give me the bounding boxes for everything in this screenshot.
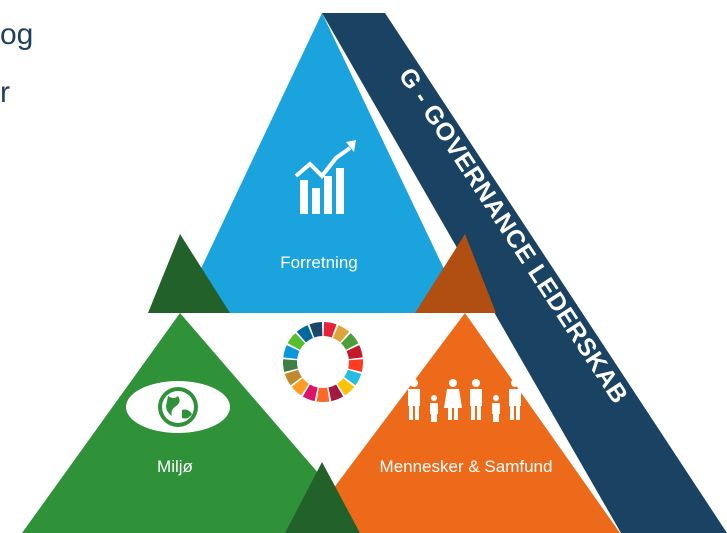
- sdg-wheel-segment: [328, 384, 344, 402]
- sdg-wheel-segment: [344, 369, 362, 386]
- sdg-wheel-segment: [337, 378, 355, 396]
- overlap-green-bottom: [285, 462, 360, 533]
- overlap-orange-top: [415, 234, 496, 313]
- sdg-wheel-segment: [283, 345, 300, 359]
- sdg-wheel-segment: [348, 359, 363, 372]
- sdg-wheel-segment: [296, 325, 314, 343]
- governance-label: G - GOVERNANCE LEDERSKAB: [393, 63, 633, 409]
- sdg-wheel-segment: [309, 322, 323, 338]
- sdg-wheel-segment: [323, 322, 337, 338]
- sdg-wheel-segment: [332, 325, 350, 343]
- sdg-wheel-segment: [283, 359, 298, 372]
- sdg-wheel-segment: [284, 369, 302, 386]
- people-section: [300, 313, 620, 533]
- governance-band: [322, 13, 727, 533]
- business-label: Forretning: [280, 253, 357, 272]
- sdg-wheel-icon: [283, 322, 363, 402]
- sdg-wheel-segment: [287, 333, 306, 350]
- text-fragment-bottom: r: [0, 76, 10, 109]
- family-icon: [408, 379, 521, 422]
- eye-globe-icon: [126, 381, 230, 433]
- sdg-wheel-segment: [346, 345, 363, 359]
- center-section: [230, 313, 415, 462]
- growth-chart-icon: [294, 140, 356, 214]
- environment-label: Miljø: [157, 457, 193, 476]
- business-section: [180, 13, 465, 313]
- overlap-green-top: [148, 234, 230, 313]
- sdg-wheel-segment: [316, 387, 330, 402]
- sdg-wheel-segment: [340, 333, 359, 350]
- sdg-wheel-segment: [302, 384, 318, 402]
- text-fragment-top: og: [0, 18, 34, 51]
- people-label: Mennesker & Samfund: [380, 457, 553, 476]
- sdg-wheel-segment: [291, 378, 309, 396]
